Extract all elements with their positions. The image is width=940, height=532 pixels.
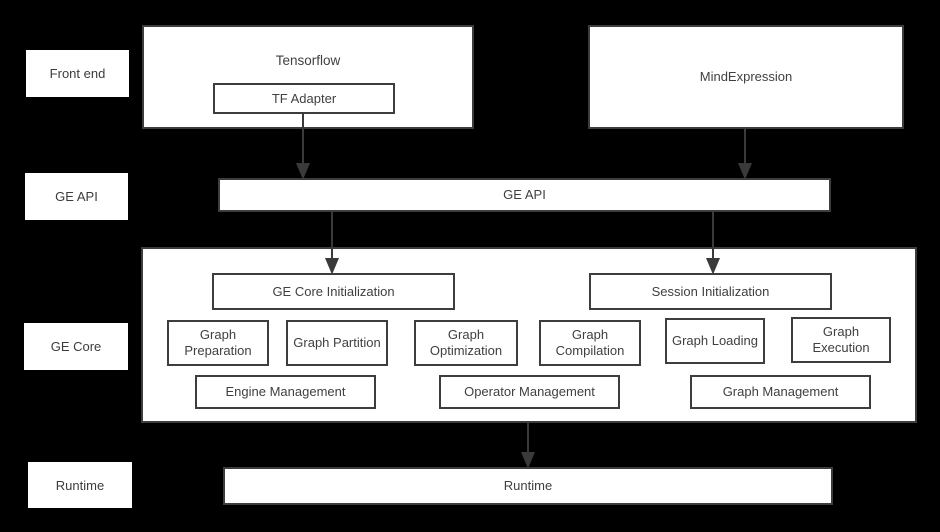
graph-partition-label: Graph Partition [293,335,381,350]
ge-core-box: GE Core Initialization Session Initializ… [141,247,917,423]
row-label-front-end-text: Front end [49,66,106,81]
row-label-runtime-text: Runtime [55,477,105,493]
graph-management-box: Graph Management [690,375,871,409]
arrowhead-mind-expression-to-ge-api [737,163,753,180]
graph-loading-box: Graph Loading [665,318,765,364]
graph-partition-box: Graph Partition [286,320,388,366]
graph-loading-label: Graph Loading [671,333,758,348]
engine-management-box: Engine Management [195,375,376,409]
session-initialization-label: Session Initialization [651,283,770,299]
operator-management-box: Operator Management [439,375,620,409]
row-label-runtime: Runtime [28,462,132,508]
row-label-ge-core: GE Core [24,323,128,370]
runtime-bar: Runtime [223,467,833,505]
graph-execution-label: Graph Execution [812,324,870,355]
graph-preparation-box: Graph Preparation [167,320,269,366]
graph-preparation-label: Graph Preparation [184,327,252,358]
ge-core-initialization-label: GE Core Initialization [272,283,395,299]
tensorflow-box: Tensorflow TF Adapter [142,25,474,129]
operator-management-label: Operator Management [464,384,595,399]
ge-api-label: GE API [503,187,546,202]
graph-optimization-label: Graph Optimization [429,327,503,358]
tf-adapter-box: TF Adapter [213,83,395,114]
mind-expression-box: MindExpression [588,25,904,129]
tf-adapter-label: TF Adapter [271,90,337,106]
row-label-front-end: Front end [26,50,129,97]
runtime-label: Runtime [503,478,553,493]
graph-management-label: Graph Management [722,384,839,399]
ge-api-bar: GE API [218,178,831,212]
tensorflow-box-title: Tensorflow [275,53,341,68]
row-label-ge-core-text: GE Core [50,339,102,354]
engine-management-label: Engine Management [225,384,346,399]
graph-compilation-box: Graph Compilation [539,320,641,366]
mind-expression-label: MindExpression [699,69,793,84]
arrowhead-ge-core-to-runtime [520,452,536,469]
ge-core-initialization-box: GE Core Initialization [212,273,455,310]
graph-optimization-box: Graph Optimization [414,320,518,366]
graph-compilation-label: Graph Compilation [555,327,625,358]
row-label-ge-api-text: GE API [55,189,98,204]
graph-execution-box: Graph Execution [791,317,891,363]
row-label-ge-api: GE API [25,173,128,220]
arrowhead-tf-adapter-to-ge-api [295,163,311,180]
session-initialization-box: Session Initialization [589,273,832,310]
